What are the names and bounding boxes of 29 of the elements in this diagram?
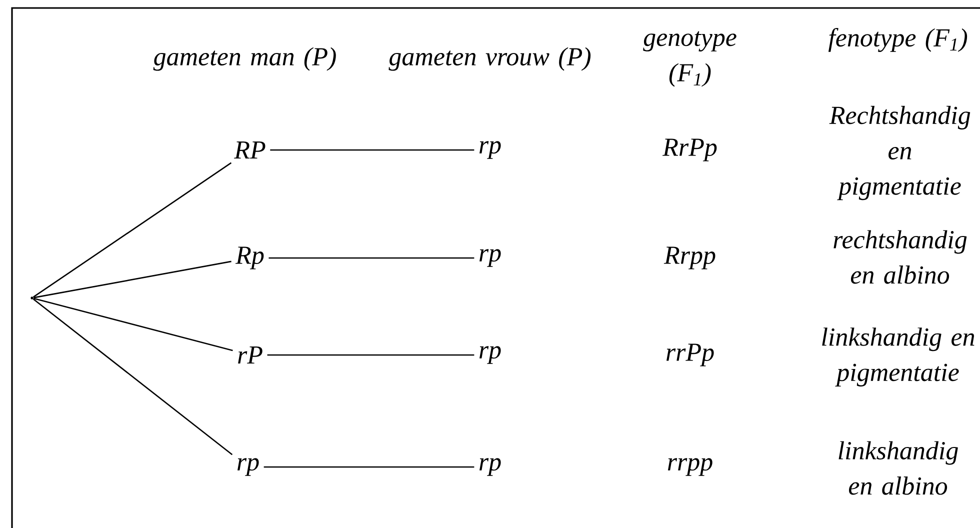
connector-line xyxy=(264,466,474,468)
allele-label: rP xyxy=(238,346,262,364)
phenotype-label: rechtshandig en albino xyxy=(834,230,967,284)
branch-point xyxy=(30,296,34,300)
genotype-label: rrpp xyxy=(668,458,712,476)
connector-line xyxy=(267,354,474,356)
allele-label: rp xyxy=(480,141,501,159)
column-heading: gameten vrouw (P) xyxy=(388,47,591,71)
allele-label: rp xyxy=(480,346,501,364)
allele-label: RP xyxy=(234,142,266,159)
column-heading: gameten man (P) xyxy=(153,47,336,71)
allele-label: rp xyxy=(480,249,501,267)
genotype-label: Rrpp xyxy=(664,246,716,270)
connector-line xyxy=(33,298,233,352)
connector-line xyxy=(33,260,232,298)
allele-label: Rp xyxy=(235,246,264,270)
column-heading: genotype (F$_{1}$) xyxy=(643,31,736,87)
genotype-label: RrPp xyxy=(662,138,717,162)
phenotype-label: linkshandig en albino xyxy=(838,441,958,495)
connector-line xyxy=(268,257,474,259)
allele-label: rp xyxy=(238,458,259,476)
connector-line xyxy=(32,162,232,298)
column-heading: fenotype (F$_{1}$) xyxy=(828,28,968,52)
allele-label: rp xyxy=(480,458,501,476)
phenotype-label: Rechtshandig en pigmentatie xyxy=(829,106,970,200)
phenotype-label: linkshandig en pigmentatie xyxy=(822,328,974,386)
connector-line xyxy=(32,298,233,456)
connector-line xyxy=(270,149,474,151)
genotype-label: rrPp xyxy=(666,344,714,366)
